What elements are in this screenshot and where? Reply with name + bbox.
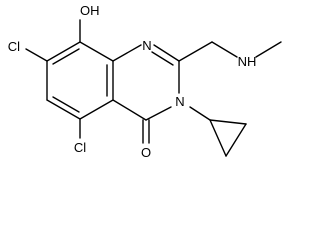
atom-label-hydroxyl: OH bbox=[80, 3, 100, 18]
bond-n1-c2 bbox=[153, 44, 180, 62]
atom-label-nitrogen-3: N bbox=[175, 94, 184, 109]
bond-c5-c6 bbox=[46, 99, 81, 120]
chemical-structure-diagram: OH Cl Cl N N NH O bbox=[8, 3, 282, 160]
benzene-ring bbox=[46, 41, 114, 120]
bond-c4-c4a bbox=[112, 99, 147, 121]
atom-label-carbonyl-oxygen: O bbox=[141, 145, 151, 160]
bond-c8-c8a bbox=[79, 41, 114, 62]
bond-c7-cl bbox=[25, 48, 48, 62]
bond-c2-ch2 bbox=[178, 41, 213, 62]
atom-label-amine-nh: NH bbox=[238, 54, 257, 69]
bond-cp-1-2 bbox=[209, 119, 227, 157]
bond-cp-3-1 bbox=[209, 119, 247, 125]
atom-label-chlorine-5: Cl bbox=[74, 140, 86, 155]
bond-c5-c6-inner bbox=[52, 96, 80, 113]
bond-n1-c2-inner bbox=[151, 51, 174, 66]
bond-c7-c8 bbox=[46, 41, 81, 62]
bond-n3-cyclopropyl bbox=[189, 106, 211, 121]
cyclopropyl-ring bbox=[209, 119, 247, 157]
pyrimidinone-ring bbox=[112, 44, 180, 121]
atom-label-chlorine-7: Cl bbox=[8, 39, 20, 54]
bond-c4a-c5 bbox=[79, 99, 114, 120]
bond-ch2-nh bbox=[211, 41, 238, 58]
bond-n3-c4 bbox=[145, 106, 172, 121]
bond-c7-c8-inner bbox=[52, 48, 80, 65]
bond-c8a-n1 bbox=[112, 44, 142, 62]
bond-nh-ch3 bbox=[255, 41, 282, 58]
bond-cp-2-3 bbox=[225, 123, 247, 157]
atom-label-nitrogen-1: N bbox=[142, 38, 151, 53]
substituent-bonds bbox=[25, 19, 282, 144]
